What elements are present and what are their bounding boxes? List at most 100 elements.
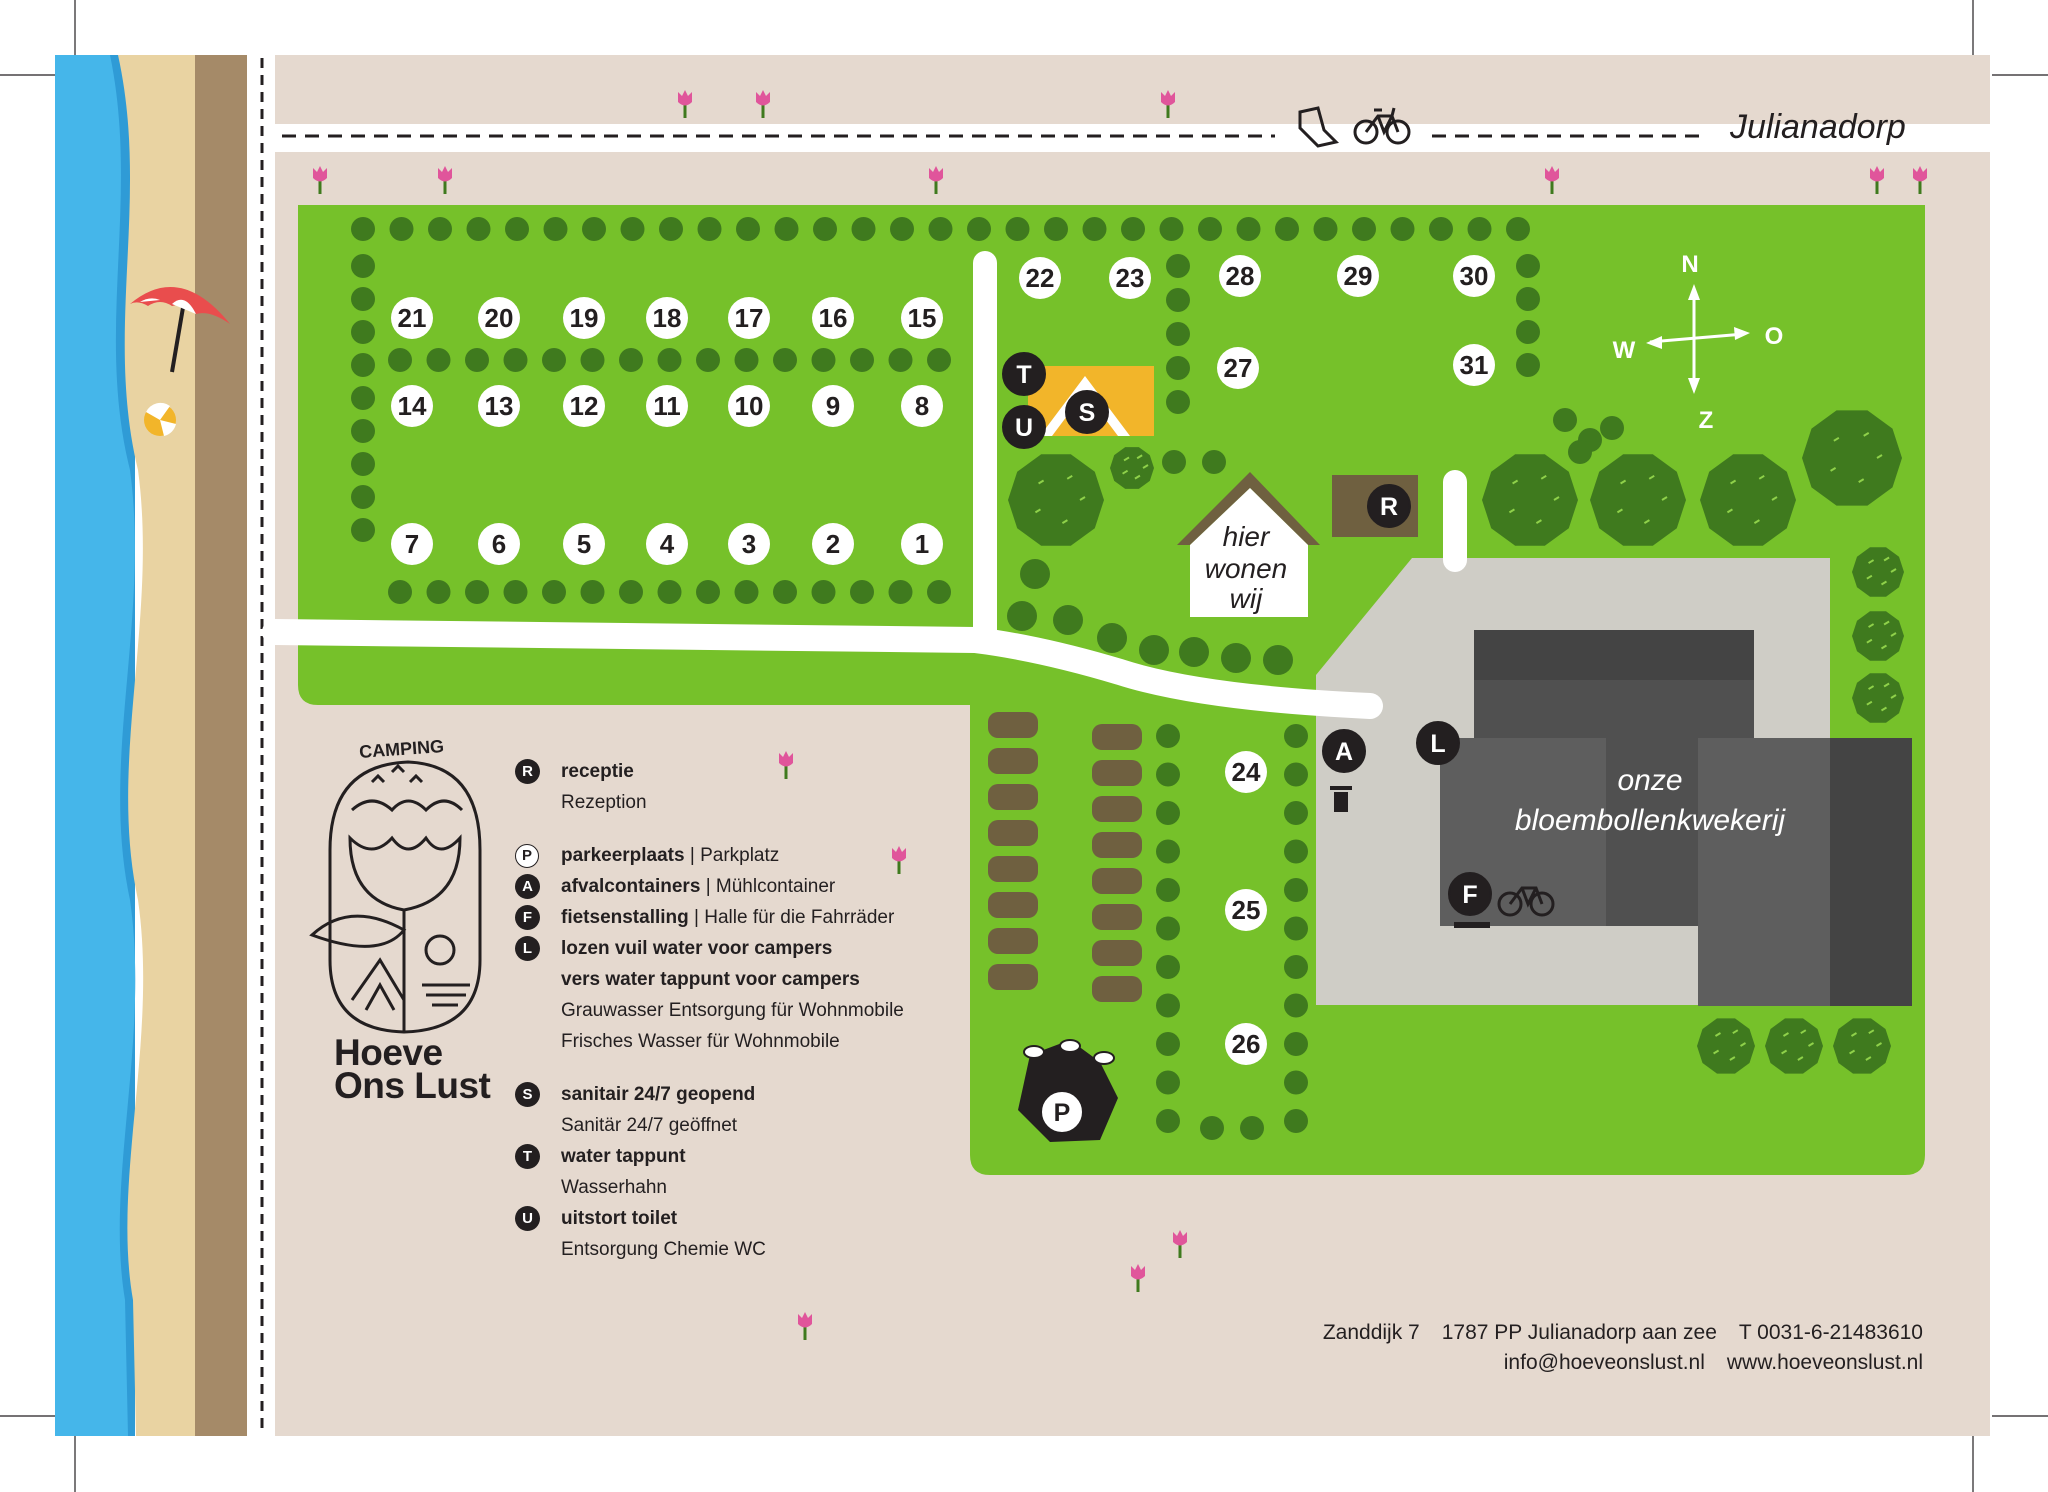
- tree: [1802, 410, 1902, 506]
- hedge-bush: [619, 580, 643, 604]
- top-road: [275, 124, 1990, 152]
- pitch-22[interactable]: [1019, 257, 1061, 299]
- pitch-4[interactable]: [646, 523, 688, 565]
- hedge-bush: [1600, 416, 1624, 440]
- pitch-11[interactable]: [646, 385, 688, 427]
- marker-f[interactable]: [1448, 872, 1492, 916]
- pitch-9[interactable]: [812, 385, 854, 427]
- compass-south: Z: [1699, 407, 1714, 434]
- pitch-number: 4: [660, 529, 675, 559]
- pitch-13[interactable]: [478, 385, 520, 427]
- tulip: [438, 166, 452, 182]
- tree-leaf: [1123, 456, 1130, 462]
- hedge-bush: [1007, 601, 1037, 631]
- pitch-18[interactable]: [646, 297, 688, 339]
- tree-leaf: [1868, 623, 1875, 628]
- pitch-31[interactable]: [1453, 344, 1495, 386]
- pitch-12[interactable]: [563, 385, 605, 427]
- pitch-1[interactable]: [901, 523, 943, 565]
- marker-r[interactable]: [1367, 484, 1411, 528]
- pitch-15[interactable]: [901, 297, 943, 339]
- pitch-number: 26: [1232, 1029, 1261, 1059]
- tree: [1110, 447, 1154, 489]
- pitch-24[interactable]: [1225, 751, 1267, 793]
- tree-leaf: [1739, 1042, 1747, 1047]
- pitch-number: 20: [485, 303, 514, 333]
- tree-leaf: [1729, 1056, 1736, 1061]
- hedge-bush: [1284, 916, 1308, 941]
- tree-leaf: [1880, 580, 1887, 586]
- legend-item-bike-shed: F fietsenstalling | Halle für die Fahrrä…: [515, 902, 1015, 933]
- pitch-number: 24: [1232, 757, 1261, 787]
- legend-key-f: F: [515, 905, 540, 930]
- pitch-14[interactable]: [391, 385, 433, 427]
- tree-leaf: [1866, 638, 1873, 644]
- legend-key-t: T: [515, 1144, 540, 1169]
- hedge-bush: [967, 217, 991, 241]
- hedge-bush: [1166, 254, 1190, 278]
- tree-leaf: [1863, 432, 1870, 437]
- pitch-17[interactable]: [728, 297, 770, 339]
- email-link[interactable]: info@hoeveonslust.nl: [1503, 1351, 1705, 1374]
- tulip: [756, 90, 770, 106]
- hedge-bush: [1166, 288, 1190, 312]
- tree-leaf: [1122, 469, 1129, 475]
- marker-a[interactable]: [1322, 729, 1366, 773]
- hedge-bush: [774, 217, 799, 241]
- pitch-26[interactable]: [1225, 1023, 1267, 1065]
- tree-leaf: [1830, 467, 1837, 472]
- hedge-bush: [1284, 1109, 1308, 1133]
- tree-leaf: [1868, 559, 1875, 564]
- pitch-number: 15: [908, 303, 937, 333]
- website-link[interactable]: www.hoeveonslust.nl: [1726, 1351, 1923, 1374]
- hedge-bush: [351, 386, 375, 410]
- pitch-19[interactable]: [563, 297, 605, 339]
- hedge-bush: [1198, 217, 1222, 241]
- pitch-number: 13: [485, 391, 514, 421]
- pitch-29[interactable]: [1337, 255, 1379, 297]
- pitch-2[interactable]: [812, 523, 854, 565]
- tree-leaf: [1782, 1032, 1789, 1037]
- pitch-23[interactable]: [1109, 257, 1151, 299]
- pitch-27[interactable]: [1217, 347, 1259, 389]
- hedge-bush: [1166, 356, 1190, 380]
- coastline: [55, 55, 275, 1436]
- hedge-bush: [1097, 623, 1127, 653]
- pitch-21[interactable]: [391, 297, 433, 339]
- pitch-number: 5: [577, 529, 591, 559]
- tree: [1008, 454, 1104, 546]
- pitch-16[interactable]: [812, 297, 854, 339]
- trees: [1008, 410, 1904, 1074]
- pitch-6[interactable]: [478, 523, 520, 565]
- hedge-bush: [1156, 1109, 1180, 1133]
- pitch-20[interactable]: [478, 297, 520, 339]
- hedge-bush: [351, 217, 375, 241]
- pitch-25[interactable]: [1225, 889, 1267, 931]
- tree-leaf: [1661, 496, 1668, 501]
- pitch-28[interactable]: [1219, 255, 1261, 297]
- marker-u[interactable]: [1002, 405, 1046, 449]
- pitch-10[interactable]: [728, 385, 770, 427]
- pitch-5[interactable]: [563, 523, 605, 565]
- hedge-bush: [503, 580, 528, 604]
- pitch-7[interactable]: [391, 523, 433, 565]
- pitch-number: 23: [1116, 263, 1145, 293]
- pitch-30[interactable]: [1453, 255, 1495, 297]
- marker-l[interactable]: [1416, 721, 1460, 765]
- pitch-8[interactable]: [901, 385, 943, 427]
- hedge-bush: [773, 348, 797, 372]
- marker-t[interactable]: [1002, 352, 1046, 396]
- tree-leaf: [1134, 474, 1141, 480]
- marker-s[interactable]: [1065, 390, 1109, 434]
- hedge-bush: [1156, 916, 1180, 941]
- hedge-bush: [1053, 605, 1083, 635]
- pitch-number: 7: [405, 529, 419, 559]
- hedge-bush: [811, 348, 836, 372]
- pitch-3[interactable]: [728, 523, 770, 565]
- hedge-bush: [1263, 645, 1293, 675]
- hedge-bush: [1082, 217, 1107, 241]
- marker-p[interactable]: [1040, 1090, 1084, 1134]
- legend-item-sanitary-de: Sanitär 24/7 geöffnet: [515, 1110, 1015, 1141]
- legend-item-waste: A afvalcontainers | Mühlcontainer: [515, 871, 1015, 902]
- hedge-bush: [503, 348, 528, 372]
